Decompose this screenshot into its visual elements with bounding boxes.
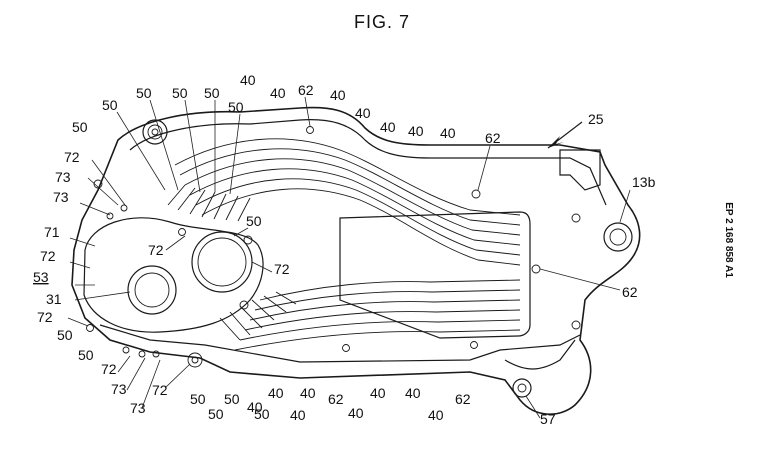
- arrow-25-head: [548, 136, 564, 148]
- ref-73: 73: [111, 381, 127, 397]
- inner-frame: [129, 119, 607, 206]
- mount-boss-46a-inner: [517, 383, 527, 393]
- ref-72: 72: [148, 242, 164, 258]
- ref-40: 40: [440, 125, 456, 141]
- ref-13b: 13b: [632, 174, 656, 190]
- shaft-bore-large: [191, 231, 253, 293]
- ref-62: 62: [622, 284, 638, 300]
- ref-50: 50: [72, 119, 88, 135]
- ref-57: 31: [46, 291, 62, 307]
- ref-62: 72: [152, 382, 168, 398]
- shaft-bore-small: [127, 265, 177, 315]
- ref-71: 73: [53, 189, 69, 205]
- ref-40: 40: [247, 399, 263, 415]
- lower-cooling-fins: [234, 279, 521, 351]
- ref-73: 72: [64, 149, 80, 165]
- lower-frame: [99, 324, 581, 363]
- ref-50: 50: [102, 97, 118, 113]
- figure-title: FIG. 7: [353, 12, 410, 32]
- heat-sink-plate: [339, 211, 531, 339]
- ref-40: 40: [268, 385, 284, 401]
- ref-50: 50: [190, 391, 206, 407]
- ref-40: 40: [300, 385, 316, 401]
- spring-boss: [142, 119, 168, 145]
- pivot-boss: [603, 222, 633, 252]
- ref-31: 53: [33, 269, 49, 285]
- ref-62: 62: [328, 391, 344, 407]
- ref-73: 73: [55, 169, 71, 185]
- radial-fins-lower: [219, 291, 297, 341]
- right-bracket: [559, 149, 601, 191]
- spring-boss-core: [151, 128, 159, 136]
- radial-fins-upper: [167, 184, 251, 222]
- ref-62: 62: [455, 391, 471, 407]
- ref-50: 50: [254, 406, 270, 422]
- ref-40: 40: [290, 407, 306, 423]
- spring-boss-inner: [147, 124, 163, 140]
- ref-40: 40: [428, 407, 444, 423]
- ref-50: 50: [57, 327, 73, 343]
- ref-72: 50: [246, 213, 262, 229]
- ref-73: 73: [130, 400, 146, 416]
- ref-62: 62: [485, 130, 501, 146]
- ref-62: 62: [298, 82, 314, 98]
- ref-40: 40: [240, 72, 256, 88]
- ref-72: 72: [274, 261, 290, 277]
- ref-50: 50: [228, 99, 244, 115]
- ref-50: 50: [208, 406, 224, 422]
- ref-72: 72: [40, 248, 56, 264]
- ref-50: 50: [204, 85, 220, 101]
- reference-numerals: 25 13b 62 62 62 62 62 40 40 40 40 40 40 …: [33, 72, 656, 427]
- mount-boss-46a: [512, 378, 532, 398]
- ref-53: 71: [44, 224, 60, 240]
- shaft-bore-large-inner: [197, 237, 247, 287]
- upper-cooling-fins: [174, 138, 521, 266]
- ref-72: 72: [37, 309, 53, 325]
- leader-lines: [67, 96, 631, 419]
- pivot-boss-inner: [609, 228, 627, 246]
- motor-cover: [83, 217, 264, 333]
- ref-40: 40: [405, 385, 421, 401]
- ref-40: 40: [370, 385, 386, 401]
- ref-72: 72: [101, 361, 117, 377]
- shaft-bore-small-inner: [134, 272, 170, 308]
- ref-40: 40: [330, 87, 346, 103]
- ref-40: 40: [380, 119, 396, 135]
- ref-40: 40: [270, 85, 286, 101]
- lower-flange: [504, 339, 576, 370]
- ref-40: 40: [355, 105, 371, 121]
- ref-40: 40: [348, 405, 364, 421]
- ref-40: 40: [408, 123, 424, 139]
- ref-50: 50: [172, 85, 188, 101]
- housing-outline: [71, 106, 641, 415]
- ref-50: 50: [224, 391, 240, 407]
- ref-50: 50: [78, 347, 94, 363]
- ref-25: 25: [588, 111, 604, 127]
- ref-50: 50: [136, 85, 152, 101]
- ref-46a: 57: [540, 411, 556, 427]
